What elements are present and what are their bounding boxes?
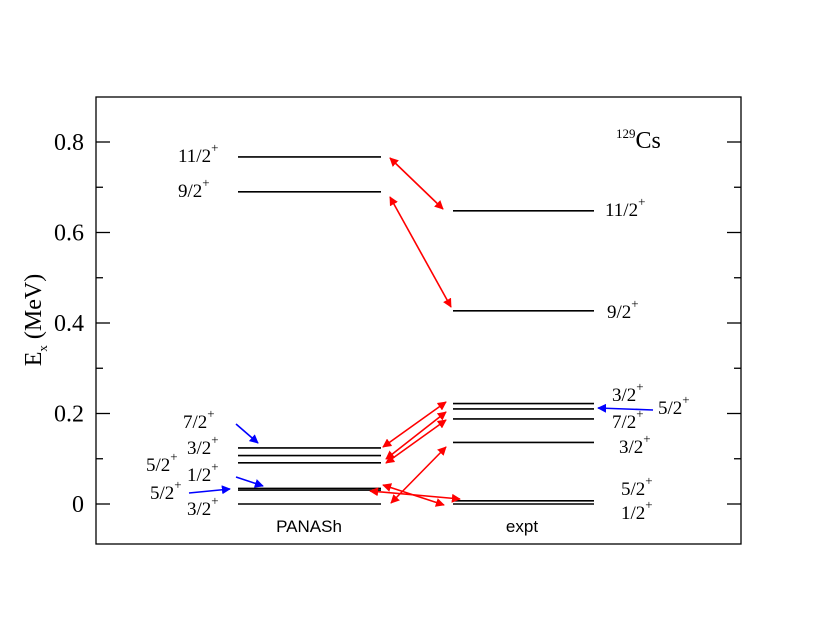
level-label-e12: 1/2+	[621, 497, 653, 524]
level-parity: +	[211, 432, 218, 447]
level-label-e52b: 5/2+	[658, 392, 690, 419]
correspondence-arrow-t12-e12	[382, 483, 445, 507]
level-label-t32b: 3/2+	[187, 432, 219, 459]
level-label-e32b: 3/2+	[612, 379, 644, 406]
y-axis-label-rest: (MeV)	[21, 274, 47, 345]
level-spin: 11/2	[178, 146, 211, 167]
y-tick-label: 0.6	[54, 221, 84, 247]
correspondence-arrow-t92-e92	[389, 196, 452, 308]
level-parity: +	[636, 406, 643, 421]
level-group	[238, 156, 594, 505]
level-spin: 5/2	[150, 483, 174, 504]
level-label-t112: 11/2+	[178, 140, 218, 167]
level-parity: +	[202, 175, 209, 190]
arrow-group	[188, 157, 654, 507]
level-spin: 7/2	[183, 412, 207, 433]
y-tick-label: 0.8	[54, 130, 84, 156]
label-pointer-arrow-t52a	[188, 485, 231, 495]
level-spin: 9/2	[607, 302, 631, 323]
level-label-e92: 9/2+	[607, 296, 639, 323]
level-spin: 7/2	[612, 412, 636, 433]
correspondence-arrow-t112-e112	[389, 157, 444, 210]
level-parity: +	[631, 296, 638, 311]
plot-frame	[95, 96, 742, 545]
y-axis-label-main: E	[21, 352, 47, 367]
correspondence-arrow-t32b-e32b	[385, 411, 447, 460]
level-spin: 11/2	[605, 200, 638, 221]
nucleus-mass: 129	[616, 126, 636, 141]
y-axis: 0 0.2 0.4 0.6 0.8	[54, 130, 741, 518]
y-tick-label: 0	[72, 492, 84, 518]
level-label-e52: 5/2+	[621, 473, 653, 500]
y-tick-label: 0.2	[54, 402, 84, 428]
level-parity: +	[170, 449, 177, 464]
level-spin: 3/2	[187, 438, 211, 459]
level-label-e32a: 3/2+	[619, 431, 651, 458]
label-pointer-arrow-e52b	[597, 403, 654, 413]
level-parity: +	[643, 431, 650, 446]
y-axis-label: Ex (MeV)	[21, 274, 50, 366]
level-label-t52b: 5/2+	[146, 449, 178, 476]
level-parity: +	[211, 459, 218, 474]
level-parity: +	[207, 406, 214, 421]
level-spin: 3/2	[612, 385, 636, 406]
column-label-expt: expt	[506, 517, 538, 536]
level-label-group: 3/2+5/2+1/2+5/2+3/2+7/2+9/2+11/2+1/2+5/2…	[146, 140, 690, 524]
y-tick-label: 0.4	[54, 311, 84, 337]
level-parity: +	[211, 493, 218, 508]
nucleus-symbol: Cs	[636, 128, 661, 154]
level-parity: +	[636, 379, 643, 394]
level-label-t92: 9/2+	[178, 175, 210, 202]
level-label-e112: 11/2+	[605, 194, 645, 221]
level-label-t52a: 5/2+	[150, 477, 182, 504]
level-spin: 5/2	[621, 479, 645, 500]
level-label-t12: 1/2+	[187, 459, 219, 486]
level-spin: 5/2	[658, 398, 682, 419]
column-label-theory: PANASh	[276, 517, 342, 536]
level-parity: +	[174, 477, 181, 492]
level-spin: 1/2	[621, 503, 645, 524]
label-pointer-arrow-t12	[235, 476, 264, 488]
level-spin: 5/2	[146, 455, 170, 476]
level-spin: 3/2	[619, 437, 643, 458]
level-spin: 1/2	[187, 465, 211, 486]
nucleus-label: 129Cs	[616, 126, 661, 154]
label-pointer-arrow-t72	[235, 423, 259, 444]
level-label-t32a: 3/2+	[187, 493, 219, 520]
y-axis-label-sub: x	[35, 345, 50, 352]
level-spin: 9/2	[178, 181, 202, 202]
level-parity: +	[645, 497, 652, 512]
level-parity: +	[682, 392, 689, 407]
level-parity: +	[645, 473, 652, 488]
level-parity: +	[211, 140, 218, 155]
correspondence-arrow-t72-e72	[382, 401, 447, 448]
level-label-t72: 7/2+	[183, 406, 215, 433]
level-label-e72: 7/2+	[612, 406, 644, 433]
level-parity: +	[638, 194, 645, 209]
level-spin: 3/2	[187, 499, 211, 520]
